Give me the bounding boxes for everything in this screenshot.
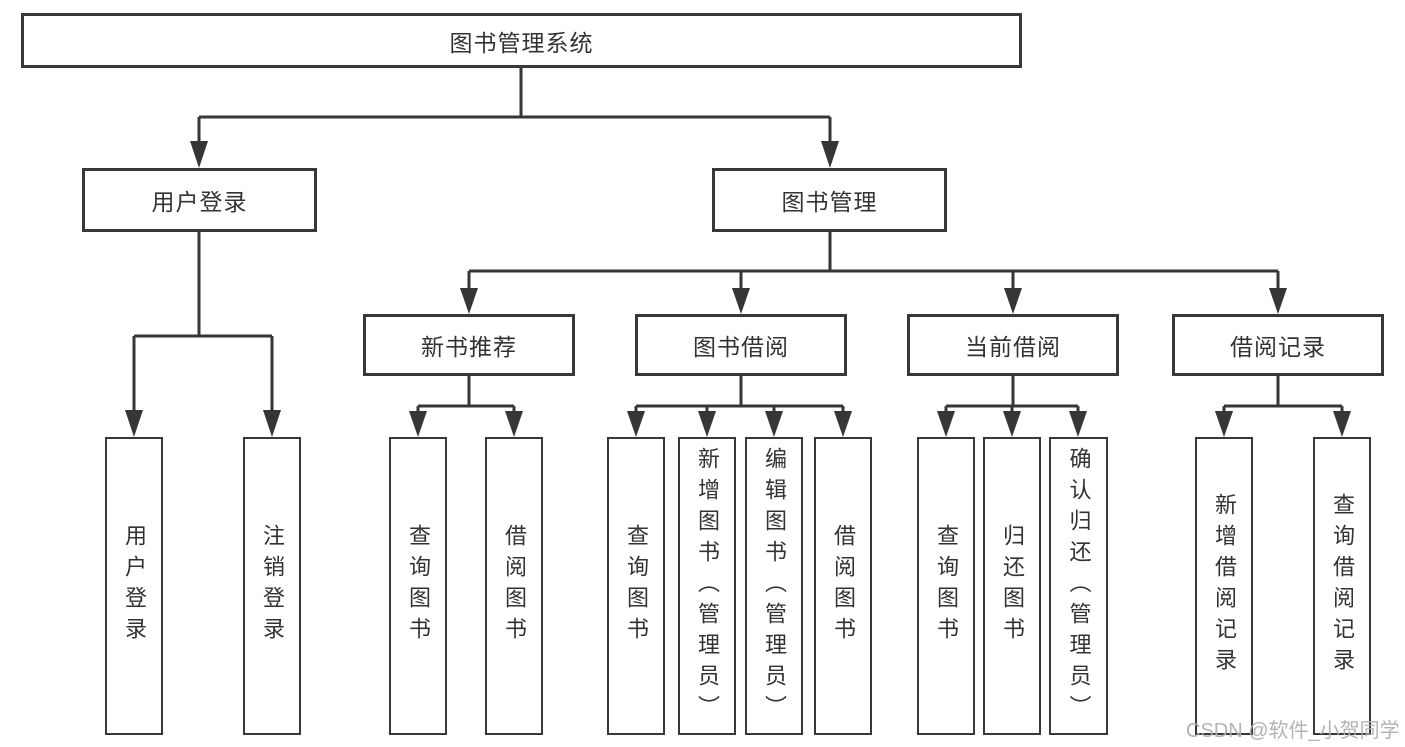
leaf-label: 用户登录 — [122, 524, 147, 648]
leaf-add-borrow-record: 新增借阅记录 — [1195, 437, 1253, 735]
node-book-borrow: 图书借阅 — [635, 314, 847, 376]
arrowhead-icon — [409, 411, 427, 437]
node-current-borrow-label: 当前借阅 — [965, 334, 1061, 360]
arrowhead-icon — [1215, 411, 1233, 437]
leaf-label: 编辑图书（管理员） — [762, 446, 787, 726]
arrowhead-icon — [732, 288, 750, 314]
arrowhead-icon — [460, 288, 478, 314]
leaf-query-borrow-record: 查询借阅记录 — [1313, 437, 1371, 735]
leaf-borrow-books: 借阅图书 — [814, 437, 872, 735]
leaf-label: 确认归还（管理员） — [1066, 446, 1092, 726]
arrowhead-icon — [505, 411, 523, 437]
arrowhead-icon — [1003, 411, 1021, 437]
leaf-label: 查询图书 — [406, 524, 431, 648]
arrowhead-icon — [1004, 288, 1022, 314]
arrowhead-icon — [765, 411, 783, 437]
arrowhead-icon — [125, 410, 143, 437]
node-root: 图书管理系统 — [21, 13, 1022, 68]
node-user-login-label: 用户登录 — [151, 189, 248, 215]
node-current-borrow: 当前借阅 — [907, 314, 1119, 376]
leaf-label: 新增借阅记录 — [1212, 493, 1237, 679]
leaf-edit-books-admin: 编辑图书（管理员） — [745, 437, 803, 735]
arrowhead-icon — [190, 141, 208, 168]
node-new-book-recommend-label: 新书推荐 — [421, 334, 517, 360]
leaf-query-books-borrow: 查询图书 — [607, 437, 665, 735]
arrowhead-icon — [627, 411, 645, 437]
leaf-label: 新增图书（管理员） — [695, 446, 720, 726]
leaf-logout: 注销登录 — [243, 437, 301, 735]
leaf-borrow-books-recommend: 借阅图书 — [485, 437, 543, 735]
arrowhead-icon — [834, 411, 852, 437]
leaf-query-books-current: 查询图书 — [917, 437, 975, 735]
node-root-label: 图书管理系统 — [449, 29, 594, 56]
arrowhead-icon — [937, 411, 955, 437]
leaf-label: 查询图书 — [934, 524, 959, 648]
leaf-label: 注销登录 — [260, 524, 285, 648]
arrowhead-icon — [1069, 411, 1087, 437]
node-borrow-records-label: 借阅记录 — [1230, 334, 1326, 360]
leaf-label: 借阅图书 — [502, 524, 527, 648]
leaf-label: 借阅图书 — [831, 524, 856, 648]
leaf-user-login: 用户登录 — [105, 437, 163, 735]
leaf-confirm-return-admin: 确认归还（管理员） — [1049, 437, 1108, 735]
node-book-borrow-label: 图书借阅 — [693, 334, 789, 360]
arrowhead-icon — [821, 141, 839, 168]
node-new-book-recommend: 新书推荐 — [363, 314, 575, 376]
node-user-login: 用户登录 — [82, 168, 317, 232]
arrowhead-icon — [1269, 288, 1287, 314]
node-book-management-label: 图书管理 — [781, 189, 878, 215]
leaf-label: 查询图书 — [624, 524, 649, 648]
leaf-label: 归还图书 — [1000, 524, 1025, 648]
arrowhead-icon — [698, 411, 716, 437]
arrowhead-icon — [263, 410, 281, 437]
leaf-return-books: 归还图书 — [983, 437, 1041, 735]
node-borrow-records: 借阅记录 — [1172, 314, 1384, 376]
leaf-label: 查询借阅记录 — [1330, 493, 1355, 679]
leaf-query-books-recommend: 查询图书 — [389, 437, 447, 735]
node-book-management: 图书管理 — [712, 168, 947, 232]
csdn-watermark: CSDN @软件_小贺同学 — [1186, 720, 1400, 742]
arrowhead-icon — [1333, 411, 1351, 437]
leaf-add-books-admin: 新增图书（管理员） — [678, 437, 736, 735]
